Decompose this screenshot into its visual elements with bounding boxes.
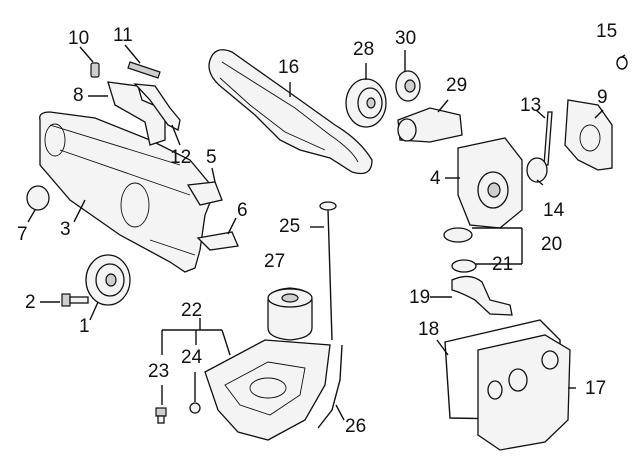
- oil-seal-14: [526, 157, 548, 183]
- filler-cap: [443, 227, 473, 243]
- callout-15: 15: [596, 21, 618, 42]
- bracket-5: [186, 181, 223, 206]
- callout-4: 4: [430, 168, 441, 189]
- callout-2: 2: [25, 292, 36, 313]
- callout-16: 16: [278, 57, 300, 78]
- dipstick-tube: [317, 344, 343, 429]
- callout-11: 11: [113, 25, 133, 46]
- cover-gaskets: [107, 81, 181, 146]
- callout-20: 20: [541, 234, 563, 255]
- bracket-6: [196, 231, 239, 251]
- callout-5: 5: [206, 147, 217, 168]
- front-timing-cover: [39, 111, 216, 273]
- callout-21: 21: [492, 254, 514, 275]
- callout-3: 3: [60, 219, 71, 240]
- drain-washer: [189, 402, 201, 414]
- callout-23: 23: [148, 361, 170, 382]
- oil-pan: [204, 339, 331, 441]
- callout-27: 27: [264, 251, 286, 272]
- cover-plug: [26, 185, 50, 211]
- callout-29: 29: [446, 75, 468, 96]
- callout-19: 19: [409, 287, 431, 308]
- callout-9: 9: [597, 87, 608, 108]
- oil-filter: [267, 287, 313, 341]
- timing-belt: [208, 49, 373, 175]
- rear-belt-cover: [564, 99, 613, 171]
- seal-strip-13: [543, 111, 553, 166]
- callout-10: 10: [68, 28, 90, 49]
- callout-18: 18: [418, 319, 440, 340]
- callout-7: 7: [17, 224, 28, 245]
- callout-1: 1: [79, 316, 90, 337]
- pulley-bolt: [61, 293, 89, 307]
- seal-11: [127, 61, 161, 79]
- crank-pulley: [85, 254, 131, 306]
- valve-cover: [477, 334, 571, 451]
- callout-6: 6: [237, 200, 248, 221]
- leader-lines: [27, 44, 626, 421]
- callout-28: 28: [353, 39, 375, 60]
- callout-8: 8: [73, 85, 84, 106]
- callout-26: 26: [345, 416, 367, 437]
- callout-13: 13: [520, 95, 542, 116]
- seal-10: [90, 62, 100, 78]
- o-ring-15: [616, 56, 628, 70]
- dipstick: [319, 201, 337, 341]
- oil-filler-tube: [451, 275, 513, 316]
- callout-12: 12: [170, 147, 192, 168]
- belt-tensioner: [397, 107, 463, 143]
- callout-14: 14: [543, 200, 565, 221]
- idler-pulley: [345, 78, 387, 128]
- callout-25: 25: [279, 216, 301, 237]
- pulley-30: [395, 70, 421, 102]
- callout-17: 17: [585, 378, 607, 399]
- oil-pump: [457, 137, 523, 229]
- cap-gasket: [451, 259, 477, 273]
- drain-bolt: [155, 407, 167, 424]
- callout-22: 22: [181, 300, 203, 321]
- callout-24: 24: [181, 347, 203, 368]
- callout-30: 30: [395, 28, 417, 49]
